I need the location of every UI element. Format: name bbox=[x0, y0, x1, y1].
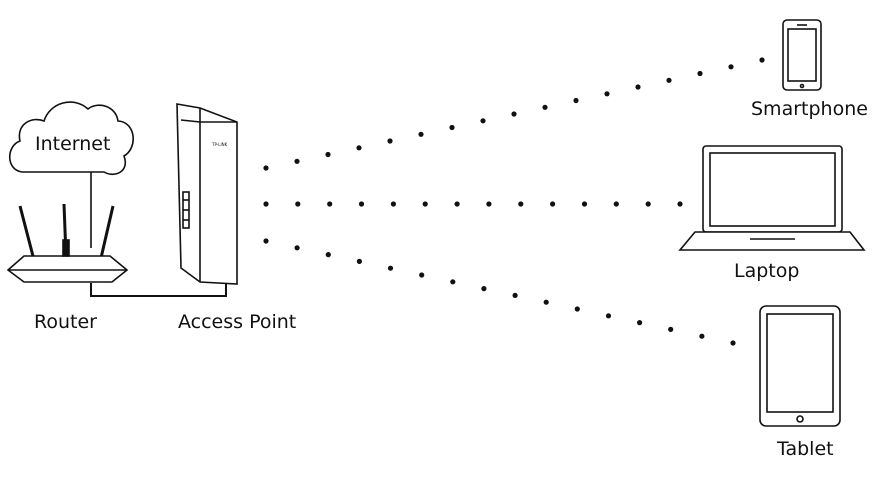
router-ap-cable bbox=[90, 280, 227, 297]
link-laptop-dot bbox=[613, 201, 619, 207]
link-laptop-dot bbox=[518, 201, 524, 207]
link-smartphone-dot bbox=[325, 151, 331, 158]
laptop-label: Laptop bbox=[734, 260, 800, 282]
link-tablet-dot bbox=[512, 292, 518, 298]
link-tablet-dot bbox=[450, 279, 456, 285]
tablet-label: Tablet bbox=[777, 438, 834, 460]
link-tablet-dot bbox=[637, 320, 643, 326]
link-laptop-dot bbox=[358, 201, 365, 207]
link-smartphone-dot bbox=[697, 70, 703, 77]
link-smartphone-dot bbox=[759, 57, 765, 63]
access-point-icon bbox=[176, 103, 238, 285]
smartphone-label: Smartphone bbox=[751, 98, 868, 120]
link-tablet-dot bbox=[419, 272, 425, 278]
link-tablet-dot bbox=[543, 299, 549, 305]
link-tablet-dot bbox=[387, 265, 394, 271]
link-tablet-dot bbox=[294, 245, 300, 251]
link-tablet-dot bbox=[574, 306, 580, 312]
link-laptop-dot bbox=[454, 201, 460, 207]
link-smartphone-dot bbox=[542, 104, 548, 110]
link-laptop-dot bbox=[390, 201, 396, 207]
link-laptop-dot bbox=[550, 201, 556, 207]
link-smartphone-dot bbox=[418, 131, 424, 137]
link-smartphone-dot bbox=[356, 145, 362, 151]
link-tablet-dot bbox=[668, 326, 674, 332]
link-tablet-dot bbox=[325, 252, 331, 258]
link-laptop-dot bbox=[677, 201, 683, 207]
link-laptop-dot bbox=[486, 201, 492, 207]
link-tablet-dot bbox=[481, 286, 487, 292]
internet-label: Internet bbox=[35, 133, 111, 155]
tablet-icon bbox=[759, 305, 841, 427]
link-tablet-dot bbox=[699, 333, 705, 339]
cloud-icon bbox=[8, 101, 134, 176]
link-laptop-dot bbox=[645, 201, 651, 207]
link-tablet-dot bbox=[730, 340, 736, 346]
router-icon bbox=[6, 203, 129, 283]
link-smartphone-dot bbox=[480, 118, 486, 124]
link-tablet-dot bbox=[263, 238, 269, 244]
link-smartphone-dot bbox=[573, 97, 579, 104]
router-label: Router bbox=[34, 311, 97, 333]
wireless-links bbox=[263, 57, 765, 346]
link-smartphone-dot bbox=[666, 77, 672, 83]
link-smartphone-dot bbox=[604, 91, 610, 97]
link-smartphone-dot bbox=[728, 64, 734, 70]
link-tablet-dot bbox=[605, 313, 612, 319]
smartphone-icon bbox=[782, 19, 822, 91]
link-laptop-dot bbox=[581, 201, 588, 207]
laptop-icon bbox=[678, 145, 866, 251]
link-smartphone-dot bbox=[263, 165, 269, 171]
link-smartphone-dot bbox=[511, 111, 517, 117]
link-tablet-dot bbox=[356, 258, 362, 264]
link-laptop-dot bbox=[295, 201, 301, 207]
link-smartphone-dot bbox=[635, 84, 641, 90]
ap-brand-logo: TP-LINK bbox=[211, 142, 228, 147]
link-smartphone-dot bbox=[294, 158, 300, 164]
access-point-label: Access Point bbox=[178, 311, 297, 333]
link-smartphone-dot bbox=[387, 138, 393, 144]
link-laptop-dot bbox=[327, 201, 333, 207]
link-smartphone-dot bbox=[449, 124, 455, 131]
link-laptop-dot bbox=[422, 201, 428, 207]
link-laptop-dot bbox=[263, 201, 269, 207]
